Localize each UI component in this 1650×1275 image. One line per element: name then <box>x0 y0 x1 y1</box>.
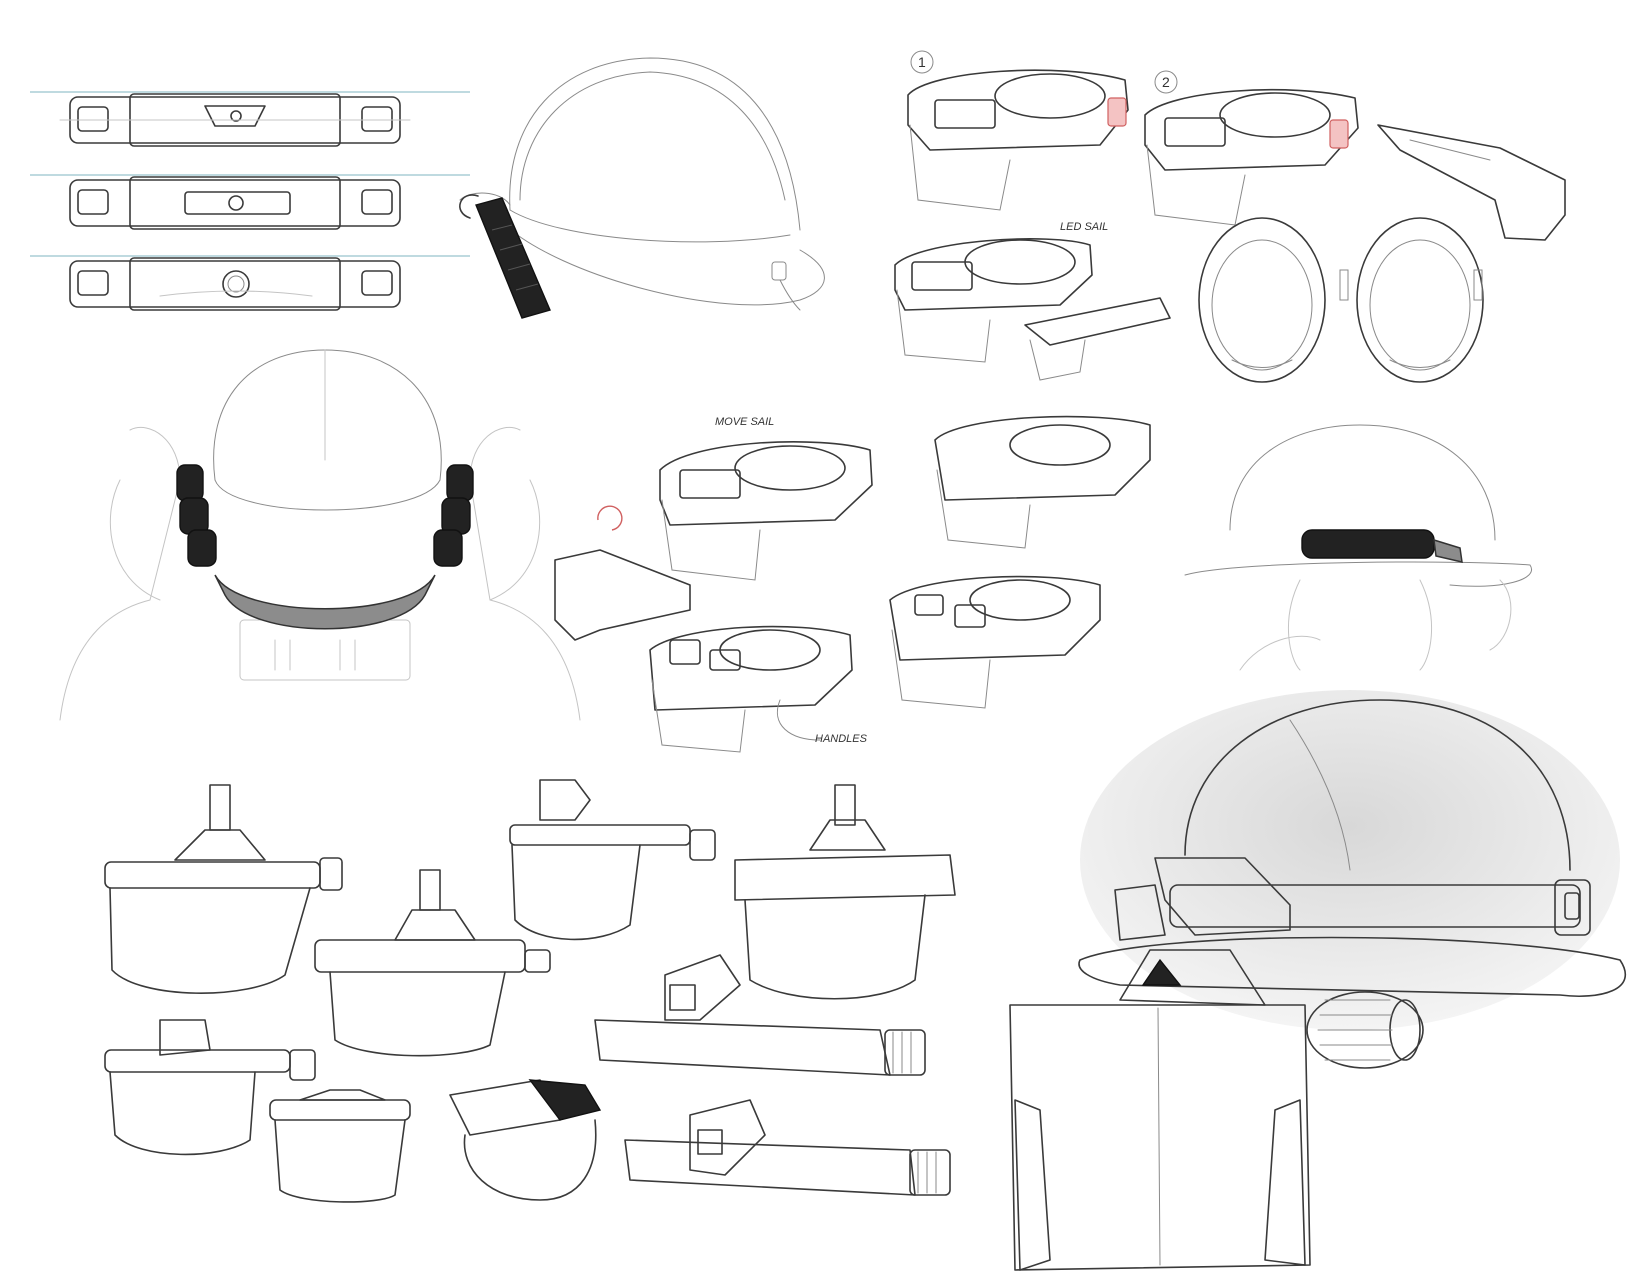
helmet-side-sketch <box>459 57 825 319</box>
visor-handles-alt <box>889 575 1101 709</box>
neck-band <box>214 574 436 630</box>
concept-c <box>734 784 956 1000</box>
band-front-view-lens <box>69 257 401 311</box>
visor-side-arm <box>1377 124 1566 241</box>
lens-square-h <box>669 984 696 1011</box>
concept-g <box>449 1079 602 1201</box>
concept-h <box>594 954 926 1076</box>
band-front-views <box>30 91 470 311</box>
concept-e <box>104 1019 316 1156</box>
concept-b <box>509 779 716 941</box>
lamp-lens-dark <box>1141 958 1182 986</box>
concept-f <box>269 1089 411 1203</box>
helmet-back-with-band <box>1184 424 1533 671</box>
person-with-neck-pads <box>59 349 581 721</box>
move-sail-note: MOVE SAIL <box>715 416 774 428</box>
lamp-knob <box>1306 991 1424 1069</box>
rear-pad <box>1301 529 1435 559</box>
concept-i <box>624 1099 951 1196</box>
led-marker-2 <box>1329 119 1349 149</box>
visor-move-sail: MOVE SAIL <box>597 416 873 581</box>
band-front-view-camera <box>59 93 411 147</box>
led-sail-note: LED SAIL <box>1060 221 1108 233</box>
headlamp-concepts <box>104 779 956 1203</box>
band-front-view-slot <box>69 176 401 230</box>
neck-pad-right <box>433 464 474 567</box>
concept-a <box>104 784 343 994</box>
helmet-top-view-pair <box>1198 217 1484 383</box>
rendered-helmet-headlamp <box>1009 690 1627 1271</box>
concept-d <box>314 869 551 1057</box>
handles-note: HANDLES <box>815 733 868 745</box>
visor-led-sail: LED SAIL <box>894 221 1171 381</box>
visor-simplified <box>934 415 1151 549</box>
option-1-label: 1 <box>918 54 926 70</box>
visor-option-2: 2 <box>1144 70 1359 226</box>
rear-clip <box>1433 538 1463 563</box>
neck-pad-left <box>176 464 217 567</box>
visor-option-1: 1 <box>907 50 1129 211</box>
visor-handles: HANDLES <box>554 549 868 753</box>
hanging-strap <box>459 194 551 319</box>
rotate-arrow <box>597 505 623 531</box>
led-marker-1 <box>1107 97 1127 127</box>
option-2-label: 2 <box>1162 74 1170 90</box>
